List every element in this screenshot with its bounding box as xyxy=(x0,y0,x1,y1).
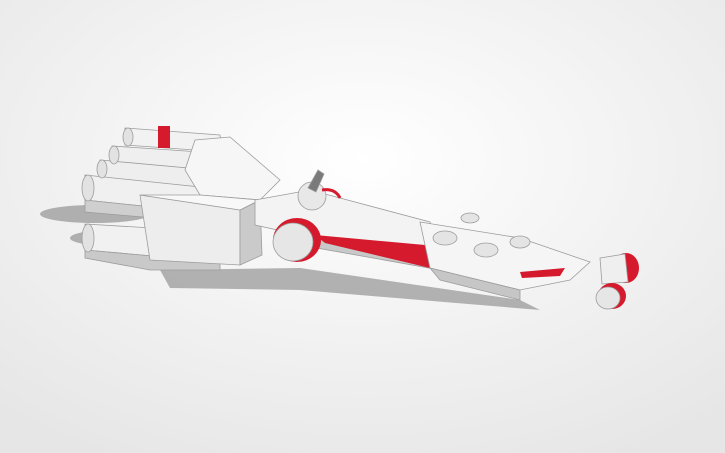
spaceship xyxy=(81,126,639,310)
side-pod xyxy=(272,218,321,262)
front-hull xyxy=(419,212,591,301)
nose-pods xyxy=(595,253,639,310)
rear-hull xyxy=(139,136,281,266)
front-red-stripe xyxy=(520,268,565,278)
turret xyxy=(307,169,325,193)
mid-hull xyxy=(254,169,441,271)
engine-red-ring xyxy=(158,126,170,148)
red-side-stripe xyxy=(315,235,430,268)
